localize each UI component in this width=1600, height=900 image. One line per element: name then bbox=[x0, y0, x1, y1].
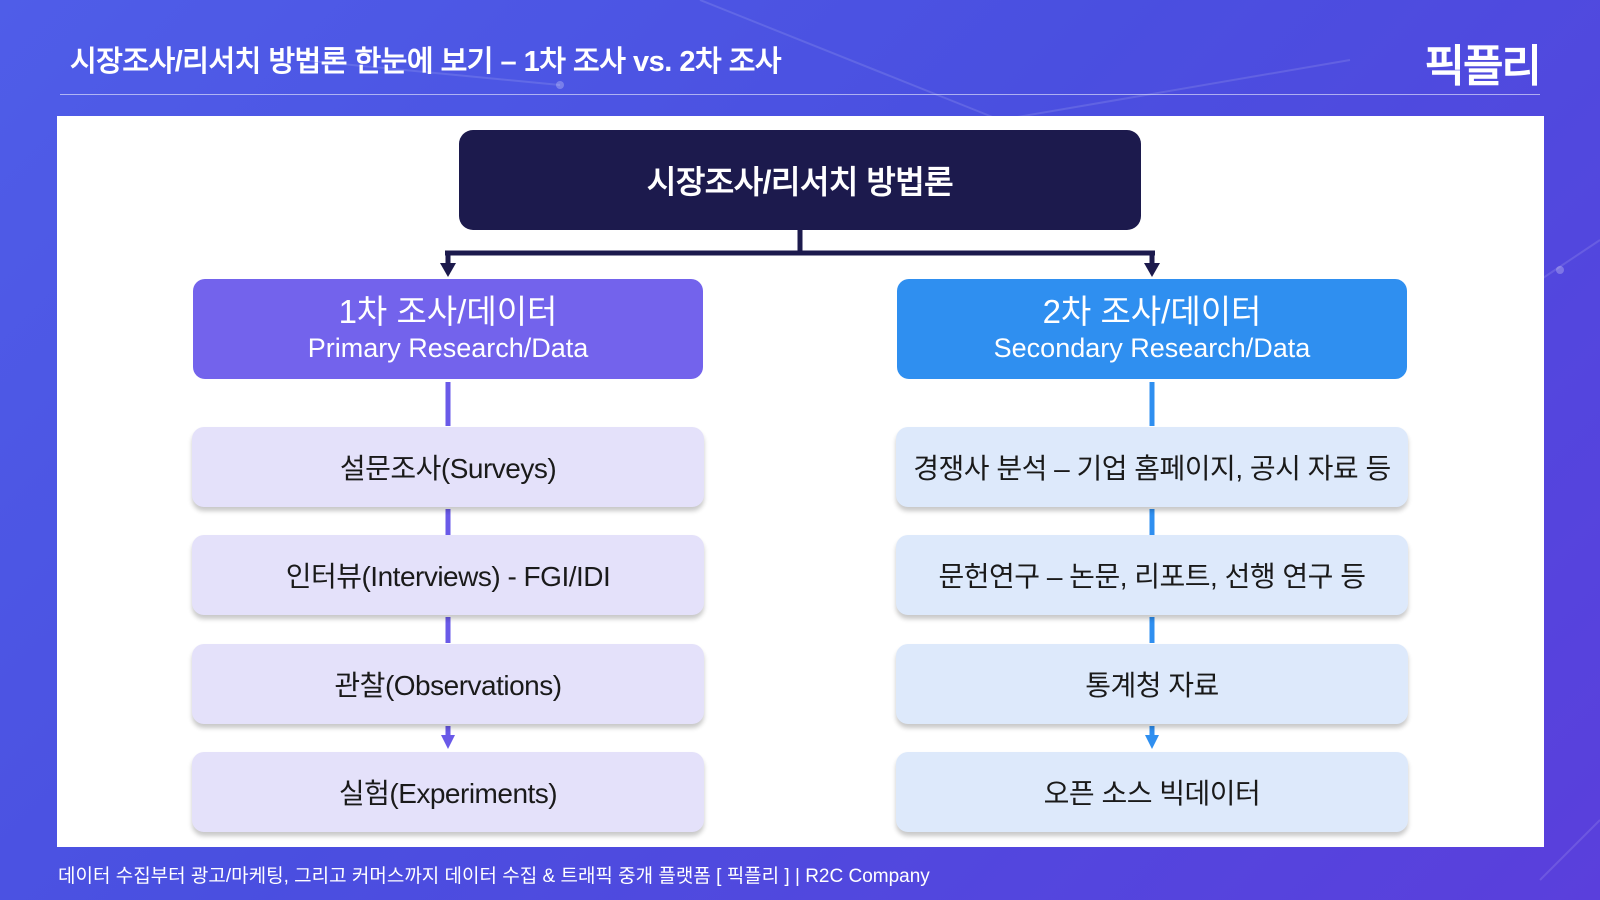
root-node: 시장조사/리서치 방법론 bbox=[459, 130, 1141, 230]
arrow-primary-end-icon bbox=[441, 735, 455, 749]
secondary-item-competitor-analysis: 경쟁사 분석 – 기업 홈페이지, 공시 자료 등 bbox=[896, 427, 1408, 507]
secondary-branch-node: 2차 조사/데이터 Secondary Research/Data bbox=[897, 279, 1407, 379]
primary-item-surveys: 설문조사(Surveys) bbox=[192, 427, 704, 507]
header-divider bbox=[60, 94, 1540, 95]
primary-item-experiments: 실험(Experiments) bbox=[192, 752, 704, 832]
secondary-title-en: Secondary Research/Data bbox=[993, 333, 1311, 363]
primary-item-observations: 관찰(Observations) bbox=[192, 644, 704, 724]
arrow-secondary-icon bbox=[1144, 263, 1160, 277]
secondary-item-literature-review: 문헌연구 – 논문, 리포트, 선행 연구 등 bbox=[896, 535, 1408, 615]
page-title: 시장조사/리서치 방법론 한눈에 보기 – 1차 조사 vs. 2차 조사 bbox=[70, 46, 782, 78]
brand-logo: 픽플리 bbox=[1424, 42, 1542, 91]
primary-branch-node: 1차 조사/데이터 Primary Research/Data bbox=[193, 279, 703, 379]
arrow-secondary-end-icon bbox=[1145, 735, 1159, 749]
primary-title-en: Primary Research/Data bbox=[307, 333, 589, 363]
root-connector bbox=[445, 230, 1155, 266]
secondary-item-statistics: 통계청 자료 bbox=[896, 644, 1408, 724]
primary-title-kr: 1차 조사/데이터 bbox=[338, 293, 558, 330]
primary-item-interviews: 인터뷰(Interviews) - FGI/IDI bbox=[192, 535, 704, 615]
secondary-item-open-big-data: 오픈 소스 빅데이터 bbox=[896, 752, 1408, 832]
secondary-title-kr: 2차 조사/데이터 bbox=[1042, 293, 1262, 330]
arrow-primary-icon bbox=[440, 263, 456, 277]
footer-text: 데이터 수집부터 광고/마케팅, 그리고 커머스까지 데이터 수집 & 트래픽 … bbox=[58, 866, 930, 887]
